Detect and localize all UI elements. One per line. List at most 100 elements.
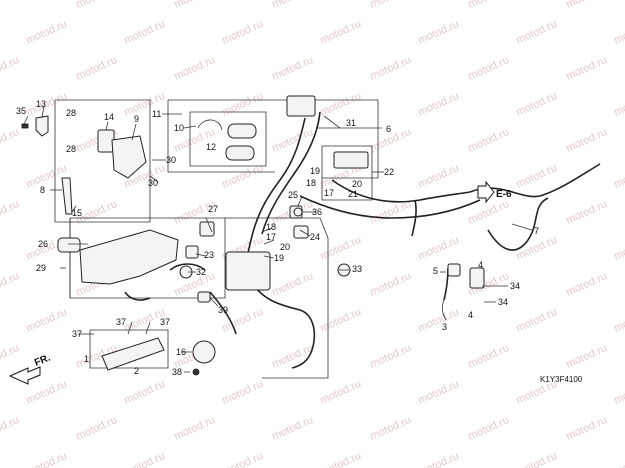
ecu-box xyxy=(225,251,271,291)
watermark-text: motod.ru xyxy=(122,450,167,468)
callout-label: 22 xyxy=(384,167,394,177)
callout-label: 38 xyxy=(172,367,182,377)
watermark-text: motod.ru xyxy=(564,198,609,227)
plate-1 xyxy=(101,337,165,371)
watermark-text: motod.ru xyxy=(0,270,21,299)
connector-4 xyxy=(469,267,485,289)
callout-label: 24 xyxy=(310,232,320,242)
clip-36 xyxy=(293,207,303,217)
strap-8 xyxy=(61,177,73,215)
callout-label: 37 xyxy=(116,317,126,327)
strap-10 xyxy=(197,119,223,131)
watermark-text: motod.ru xyxy=(74,414,119,443)
watermark-text: motod.ru xyxy=(466,126,511,155)
watermark-text: motod.ru xyxy=(416,306,461,335)
callout-label: 9 xyxy=(134,114,139,124)
watermark-text: motod.ru xyxy=(466,54,511,83)
watermark-text: motod.ru xyxy=(564,342,609,371)
callout-label: 19 xyxy=(274,253,284,263)
watermark-text: motod.ru xyxy=(24,162,69,191)
callout-label: 6 xyxy=(386,124,391,134)
callout-label: 8 xyxy=(40,185,45,195)
watermark-text: motod.ru xyxy=(24,18,69,47)
watermark-text: motod.ru xyxy=(416,162,461,191)
bracket-13 xyxy=(35,115,49,137)
callout-label: 37 xyxy=(160,317,170,327)
watermark-text: motod.ru xyxy=(24,90,69,119)
watermark-text: motod.ru xyxy=(416,378,461,407)
reference-label: E-6 xyxy=(496,189,512,200)
watermark-text: motod.ru xyxy=(122,378,167,407)
watermark-text: motod.ru xyxy=(514,450,559,468)
watermark-text: motod.ru xyxy=(466,414,511,443)
leader-lines xyxy=(23,105,533,373)
callout-label: 39 xyxy=(218,305,228,315)
callout-label: 11 xyxy=(152,109,161,119)
callout-label: 34 xyxy=(510,281,520,291)
callout-label: 13 xyxy=(36,99,46,109)
watermark-text: motod.ru xyxy=(564,0,609,11)
callout-label: 20 xyxy=(352,179,362,189)
watermark-text: motod.ru xyxy=(612,162,625,191)
callout-label: 36 xyxy=(312,207,322,217)
callout-label: 4 xyxy=(478,260,483,270)
callout-label: 14 xyxy=(104,112,114,122)
watermark-text: motod.ru xyxy=(220,162,265,191)
bracket-assembly xyxy=(79,229,179,285)
watermark-text: motod.ru xyxy=(270,0,315,11)
callout-label: 1 xyxy=(84,354,89,364)
callout-label: 21 xyxy=(348,189,358,199)
callout-label: 35 xyxy=(16,106,26,116)
callout-label: 33 xyxy=(352,264,362,274)
fr-label: FR. xyxy=(33,352,52,368)
watermark-text: motod.ru xyxy=(270,54,315,83)
watermark-text: motod.ru xyxy=(368,0,413,11)
watermark-text: motod.ru xyxy=(368,198,413,227)
watermark-text: motod.ru xyxy=(270,414,315,443)
callout-label: 7 xyxy=(534,226,539,236)
callout-labels: 1 2 3 4 4 5 6 7 8 9 10 11 12 13 14 15 16… xyxy=(16,99,539,377)
watermark-text: motod.ru xyxy=(612,18,625,47)
watermark-text: motod.ru xyxy=(172,54,217,83)
fob-case-12 xyxy=(225,145,255,161)
watermark-text: motod.ru xyxy=(466,342,511,371)
watermark-text: motod.ru xyxy=(318,18,363,47)
callout-label: 17 xyxy=(324,188,334,198)
watermark-text: motod.ru xyxy=(564,54,609,83)
callout-label: 18 xyxy=(306,178,316,188)
clip-39 xyxy=(197,291,211,303)
callout-label: 25 xyxy=(288,190,298,200)
callout-label: 15 xyxy=(72,208,82,218)
reference-arrow-e6: E-6 xyxy=(477,180,512,204)
sensor-24 xyxy=(293,225,309,239)
watermark-text: motod.ru xyxy=(514,234,559,263)
callout-label: 32 xyxy=(196,267,206,277)
sensor-5 xyxy=(447,263,461,277)
watermark-text: motod.ru xyxy=(612,450,625,468)
watermark-text: motod.ru xyxy=(0,198,21,227)
module-31 xyxy=(286,95,316,117)
watermark-text: motod.ru xyxy=(564,270,609,299)
callout-label: 31 xyxy=(346,118,356,128)
bolt-35 xyxy=(21,123,29,129)
callout-label: 28 xyxy=(66,108,76,118)
watermark-text: motod.ru xyxy=(416,450,461,468)
watermark-text: motod.ru xyxy=(514,90,559,119)
watermark-text: motod.ru xyxy=(0,0,21,11)
watermark-text: motod.ru xyxy=(416,90,461,119)
unit-22 xyxy=(333,151,369,169)
watermark-text: motod.ru xyxy=(172,414,217,443)
watermark-text: motod.ru xyxy=(24,450,69,468)
watermark-text: motod.ru xyxy=(612,90,625,119)
relay-27 xyxy=(199,221,215,237)
watermark-text: motod.ru xyxy=(466,0,511,11)
callout-label: 4 xyxy=(468,310,473,320)
callout-label: 29 xyxy=(36,263,46,273)
group-frames xyxy=(54,99,379,379)
watermark-text: motod.ru xyxy=(220,18,265,47)
callout-label: 10 xyxy=(174,123,184,133)
callout-label: 37 xyxy=(72,329,82,339)
callout-label: 26 xyxy=(38,239,48,249)
watermark-text: motod.ru xyxy=(318,234,363,263)
switch-unit-9 xyxy=(111,135,147,179)
